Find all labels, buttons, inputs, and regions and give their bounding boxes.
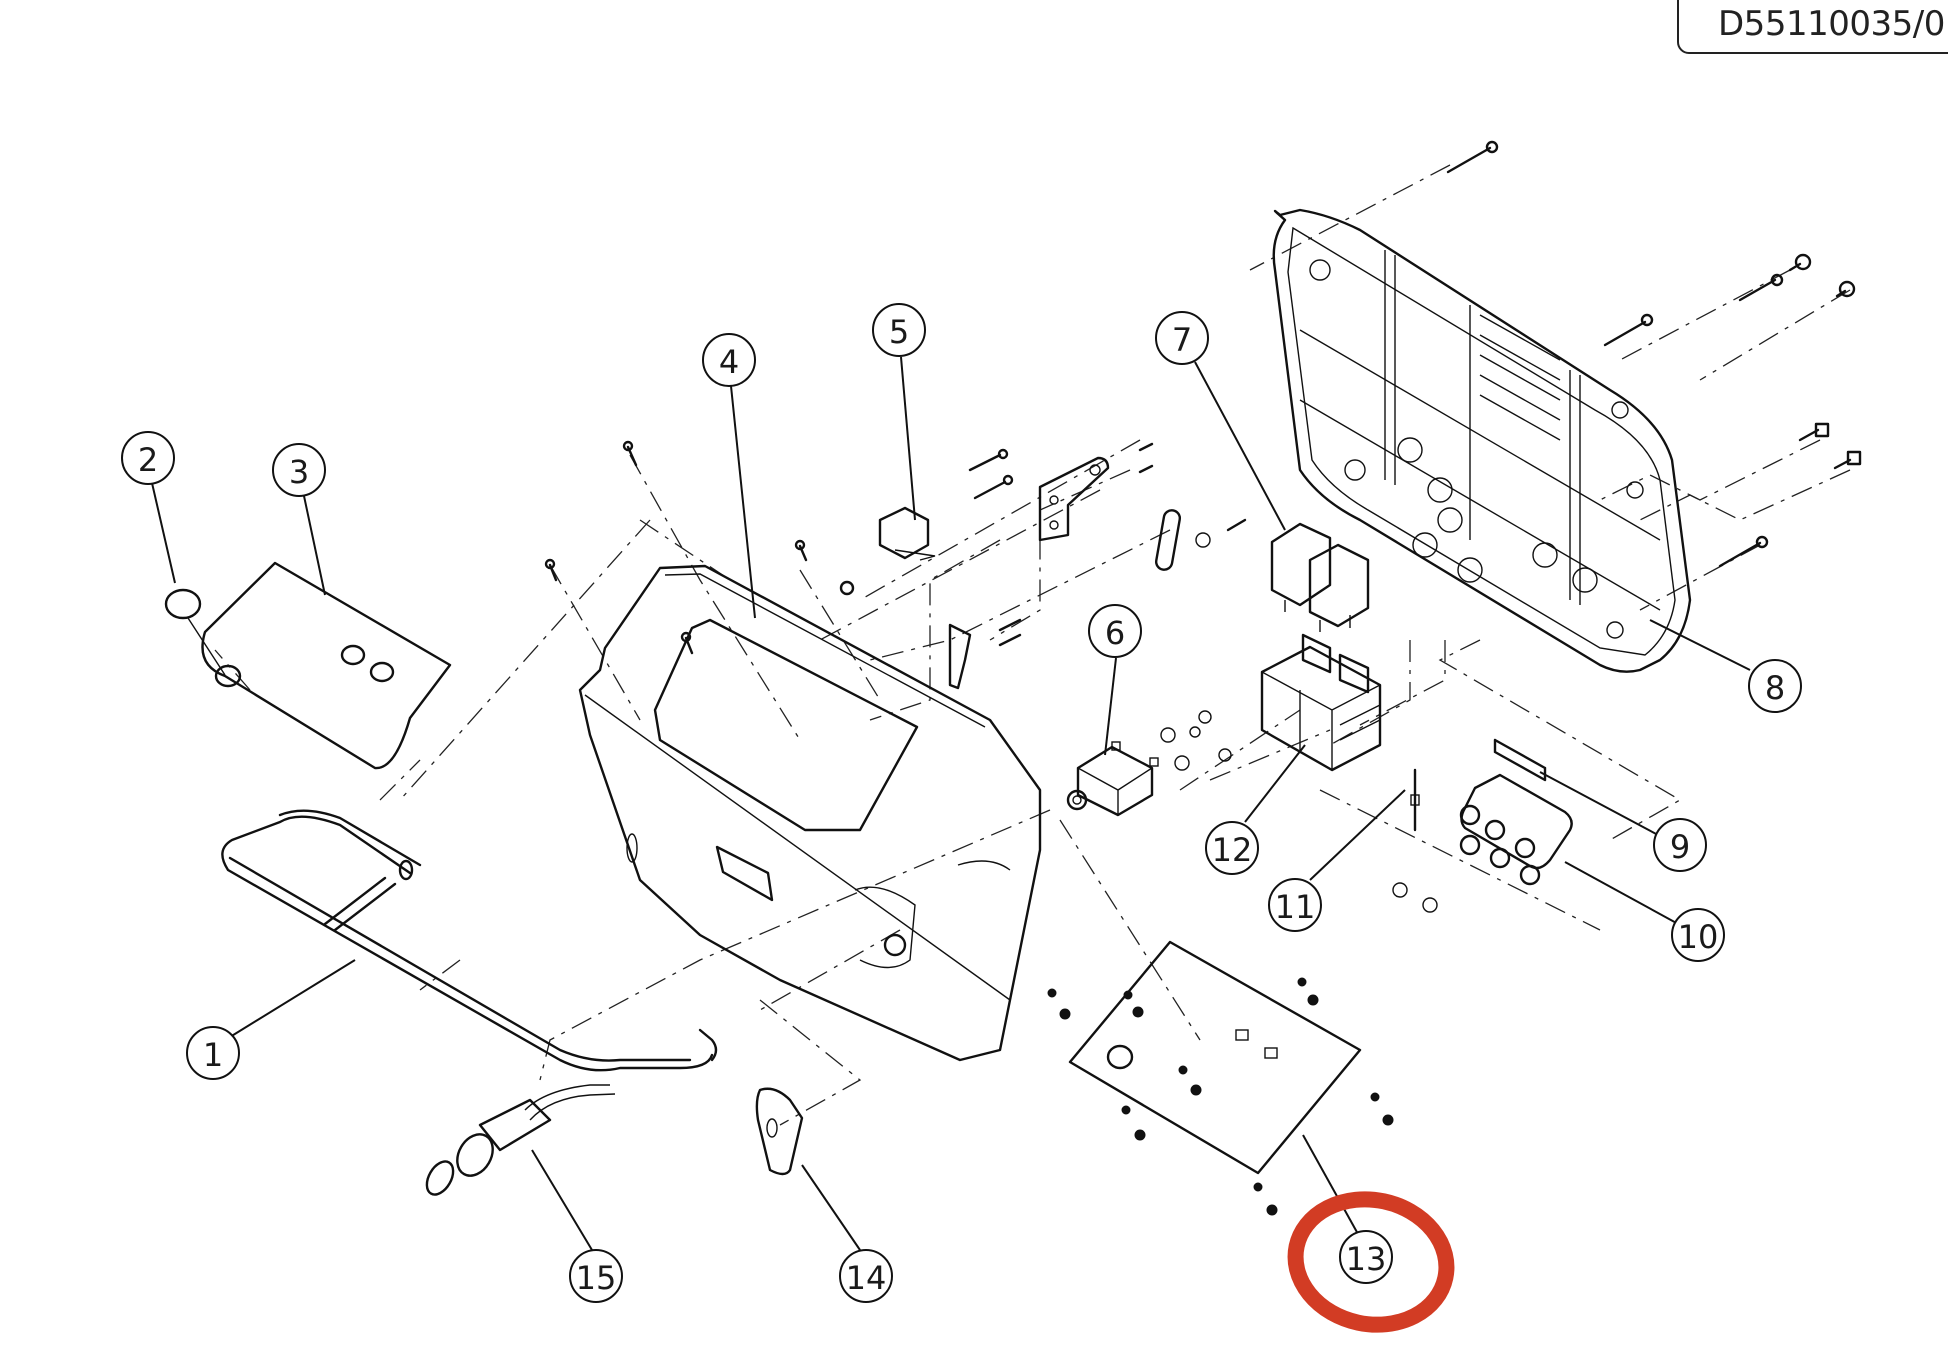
part-terminal-block (1392, 773, 1573, 913)
part-key-switch (425, 1084, 616, 1196)
part-contactor (1160, 633, 1382, 772)
callout-3-label: 3 (289, 453, 309, 491)
callout-5[interactable]: 5 (872, 303, 926, 357)
part-cover-plate (201, 561, 452, 770)
part-micro-switch (839, 448, 1014, 596)
callout-1-label: 1 (203, 1036, 223, 1074)
assembly-guide-lines (214, 164, 1851, 1126)
part-console-housing (578, 564, 1042, 1062)
callout-4[interactable]: 4 (702, 333, 756, 387)
callout-7[interactable]: 7 (1155, 311, 1209, 365)
part-handle-bar (221, 809, 718, 1072)
part-circuit-board (1047, 940, 1394, 1216)
callout-15[interactable]: 15 (569, 1249, 623, 1303)
part-grommet-plate (755, 1087, 804, 1176)
part-spring (1154, 509, 1247, 571)
callout-1[interactable]: 1 (186, 1026, 240, 1080)
callout-8-label: 8 (1765, 669, 1785, 707)
part-circuit-breaker (1066, 741, 1159, 817)
callout-5-label: 5 (889, 313, 909, 351)
callout-15-label: 15 (576, 1259, 617, 1297)
part-fuse-link (1493, 738, 1547, 782)
housing-screws (544, 440, 808, 655)
leader-lines (151, 356, 1751, 1251)
callout-2-label: 2 (138, 441, 158, 479)
callout-12-label: 12 (1212, 831, 1253, 869)
callout-11-label: 11 (1275, 888, 1316, 926)
callout-10-label: 10 (1678, 918, 1719, 956)
part-bracket (1038, 442, 1154, 542)
callout-13[interactable]: 13 (1339, 1230, 1393, 1284)
part-plug-cap (164, 588, 226, 676)
callout-13-label: 13 (1346, 1240, 1387, 1278)
highlight-ring (1287, 1191, 1455, 1333)
callout-9-label: 9 (1670, 828, 1690, 866)
callout-14-label: 14 (846, 1259, 887, 1297)
drawing-number: D55110035/01 (1718, 4, 1948, 44)
callout-6[interactable]: 6 (1088, 604, 1142, 658)
callout-3[interactable]: 3 (272, 443, 326, 497)
callout-6-label: 6 (1105, 614, 1125, 652)
part-back-panel (1272, 140, 1862, 673)
callout-7-label: 7 (1172, 321, 1192, 359)
callout-8[interactable]: 8 (1748, 659, 1802, 713)
callout-12[interactable]: 12 (1205, 821, 1259, 875)
callout-11[interactable]: 11 (1268, 878, 1322, 932)
callout-2[interactable]: 2 (121, 431, 175, 485)
drawing-number-box (1677, 0, 1948, 54)
callout-9[interactable]: 9 (1653, 818, 1707, 872)
callout-10[interactable]: 10 (1671, 908, 1725, 962)
part-relays (1270, 522, 1370, 632)
part-latch (948, 618, 1022, 690)
part-diode (1410, 768, 1420, 832)
callout-4-label: 4 (719, 343, 739, 381)
callout-14[interactable]: 14 (839, 1249, 893, 1303)
